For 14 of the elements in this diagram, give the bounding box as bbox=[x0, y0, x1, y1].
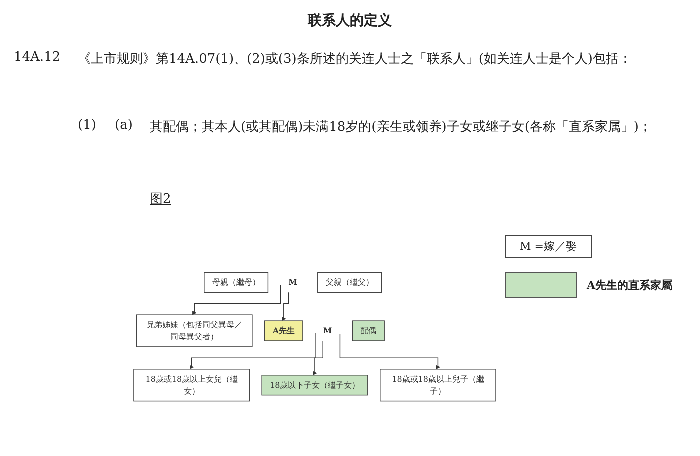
legend-text: A先生的直系家屬 bbox=[587, 278, 673, 292]
arrow bbox=[312, 340, 324, 376]
heading: 联系人的定义 bbox=[306, 12, 393, 30]
paragraph-text: 《上市规则》第14A.07(1)、(2)或(3)条所述的关连人士之「联系人」(如关连人士是个人)包括： bbox=[78, 51, 633, 68]
arrow bbox=[340, 334, 440, 370]
legend-key: M =嫁／娶 bbox=[505, 235, 592, 258]
arrow bbox=[282, 292, 290, 322]
list-letter: (a) bbox=[115, 118, 134, 133]
paragraph-text: 其配偶；其本人(或其配偶)未满18岁的(亲生或领养)子女或继子女(各称「直系家属」)； bbox=[150, 119, 653, 136]
arrow bbox=[190, 333, 316, 370]
arrow bbox=[192, 284, 282, 316]
list-number: (1) bbox=[78, 118, 98, 133]
rule-number: 14A.12 bbox=[14, 50, 62, 65]
figure-label: 图2 bbox=[150, 191, 172, 208]
